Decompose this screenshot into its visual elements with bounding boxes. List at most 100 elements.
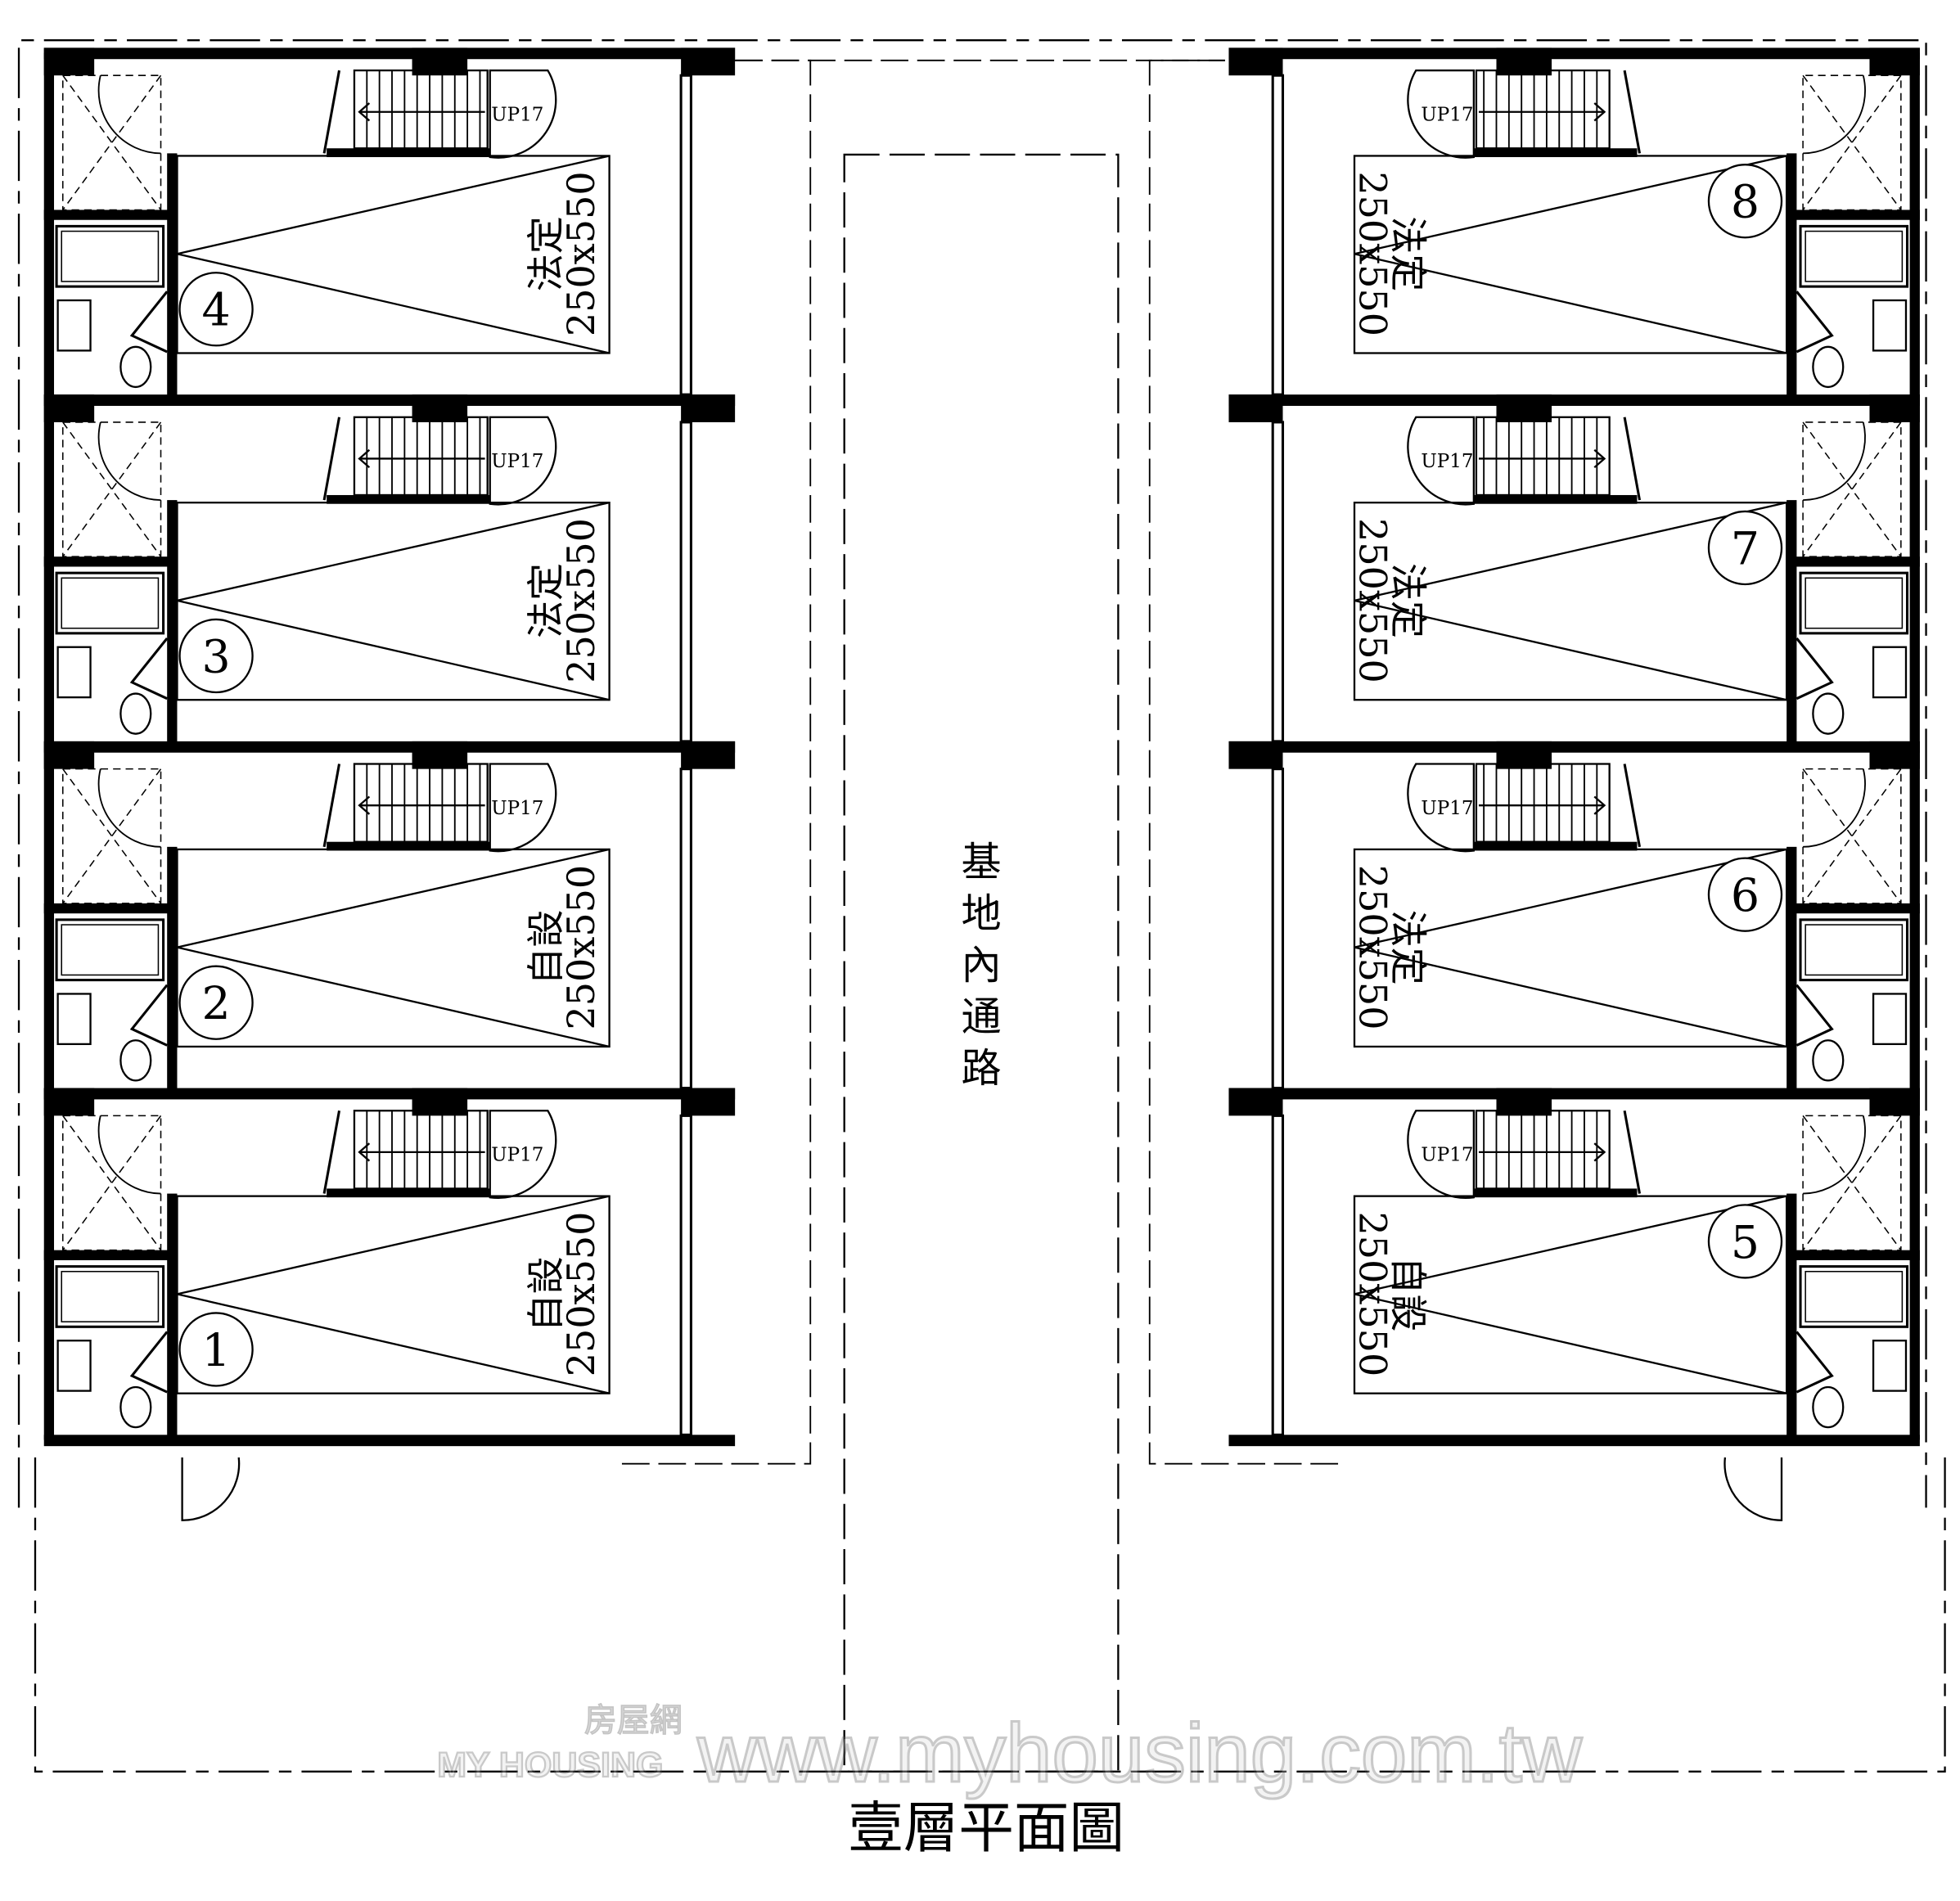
- parking-space: [176, 155, 611, 354]
- unit-structure: [1228, 394, 1920, 747]
- unit-structure: [1228, 47, 1920, 400]
- window: [679, 74, 692, 396]
- sink-icon: [1872, 1340, 1908, 1392]
- sink-icon: [1872, 646, 1908, 699]
- unit-number-circle: [178, 618, 254, 694]
- bathroom: [1787, 74, 1920, 389]
- stair-base: [327, 494, 490, 504]
- toilet-icon: [1812, 345, 1845, 389]
- car-triangle: [1354, 502, 1787, 701]
- stair-base: [327, 841, 490, 851]
- bathtub-inner: [1805, 577, 1904, 629]
- door-swing: [1407, 763, 1476, 853]
- door-swing: [129, 1331, 169, 1394]
- unit-structure: [43, 1088, 736, 1447]
- wall: [1909, 746, 1920, 1093]
- door-swing: [1803, 421, 1866, 502]
- column: [1869, 741, 1920, 769]
- staircase: [1473, 1110, 1642, 1198]
- door-swing: [97, 768, 161, 848]
- window: [1271, 421, 1285, 743]
- wall: [1787, 209, 1920, 220]
- unit-number: 3: [201, 631, 230, 683]
- parking-size: 250x550: [1350, 865, 1395, 1030]
- wall: [1228, 394, 1920, 406]
- parking-type: 法定: [524, 216, 568, 291]
- staircase: [1473, 69, 1642, 157]
- road-char: 地: [961, 890, 1001, 937]
- road-char: 路: [961, 1044, 1001, 1092]
- door-swing: [1796, 291, 1834, 354]
- wall: [167, 846, 178, 1093]
- door-swing: [129, 291, 169, 354]
- bathroom: [43, 74, 178, 389]
- bathtub-inner: [1805, 924, 1904, 976]
- staircase: [322, 416, 490, 504]
- column: [681, 394, 736, 422]
- wall: [1787, 1193, 1797, 1440]
- unit-number-circle: [178, 965, 254, 1040]
- bathtub-inner: [61, 1270, 160, 1322]
- parking-type: 法定: [524, 563, 568, 638]
- bathtub-icon: [55, 224, 165, 288]
- unit-number: 8: [1731, 177, 1759, 229]
- wall: [1228, 1088, 1920, 1100]
- wall: [1787, 1250, 1920, 1260]
- parking-space: [1353, 502, 1788, 701]
- toilet-icon: [119, 692, 152, 735]
- shower-x: [1802, 74, 1902, 210]
- toilet-icon: [1812, 1039, 1845, 1082]
- stair-outline: [1475, 1110, 1611, 1190]
- staircase: [1473, 763, 1642, 851]
- toilet-icon: [119, 1039, 152, 1082]
- column: [681, 1088, 736, 1116]
- shower-x: [62, 1115, 162, 1251]
- shower-x: [1802, 1115, 1902, 1251]
- door-swing: [97, 74, 161, 155]
- sink-icon: [56, 299, 92, 352]
- arrow-head-icon: [358, 448, 371, 469]
- wall: [43, 746, 55, 1093]
- road-label: 基 地 內 通 路: [961, 838, 1001, 1092]
- parking-size: 250x550: [559, 865, 603, 1030]
- stair-rail: [1623, 417, 1642, 501]
- column: [1869, 394, 1920, 422]
- stair-base: [1473, 494, 1638, 504]
- bathtub-icon: [55, 918, 165, 982]
- unit-number: 1: [201, 1325, 230, 1377]
- parking-size: 250x550: [1350, 171, 1395, 336]
- wall: [43, 1250, 178, 1260]
- sink-icon: [1872, 299, 1908, 352]
- stair-base: [1473, 148, 1638, 157]
- parking-space: [1353, 155, 1788, 354]
- bathtub-icon: [55, 1265, 165, 1328]
- staircase: [322, 763, 490, 851]
- window: [679, 1114, 692, 1436]
- column: [43, 394, 95, 422]
- unit-number-circle: [1707, 1204, 1783, 1279]
- wall: [1787, 846, 1797, 1093]
- bathtub-inner: [61, 230, 160, 282]
- window: [1271, 1114, 1285, 1436]
- unit-structure: [43, 47, 736, 400]
- parking-space: [176, 502, 611, 701]
- watermark: 房屋網 MY HOUSING www.myhousing.com.tw: [436, 1702, 1584, 1801]
- stair-rail: [322, 764, 341, 848]
- window: [679, 768, 692, 1090]
- car-triangle: [177, 1195, 610, 1394]
- door-swing: [489, 763, 557, 853]
- stair-rail: [1623, 70, 1642, 154]
- toilet-icon: [119, 1385, 152, 1429]
- wall: [43, 741, 736, 753]
- bathroom: [43, 768, 178, 1082]
- column: [1228, 47, 1283, 76]
- column: [43, 741, 95, 769]
- shower-x: [62, 74, 162, 210]
- stair-label: UP17: [491, 451, 543, 472]
- stair-label: UP17: [1421, 798, 1473, 819]
